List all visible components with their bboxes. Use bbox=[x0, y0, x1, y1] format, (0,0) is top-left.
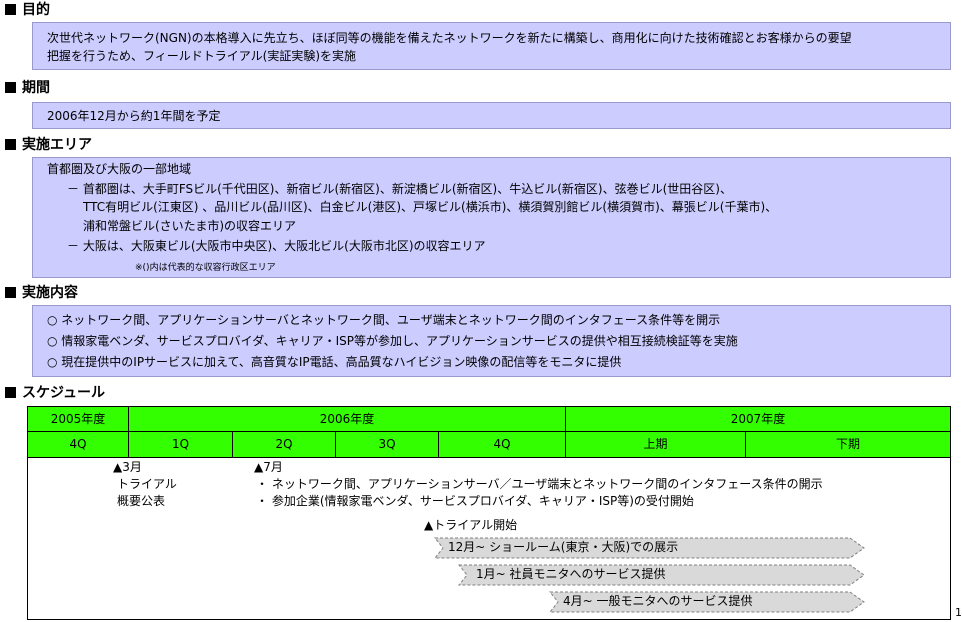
bar-showroom-label: 12月~ ショールーム(東京・大阪)での展示 bbox=[448, 540, 679, 554]
arrow-bar-shape bbox=[434, 537, 865, 559]
bullet-square-icon bbox=[5, 287, 16, 298]
bullet-square-icon bbox=[5, 139, 16, 150]
quarter-2006-4q: 4Q bbox=[439, 432, 566, 458]
purpose-box: 次世代ネットワーク(NGN)の本格導入に先立ち、ほぼ同等の機能を備えたネットワー… bbox=[32, 22, 951, 70]
period-text: 2006年12月から約1年間を予定 bbox=[47, 109, 221, 123]
milestone-march-line-2: 概要公表 bbox=[117, 494, 166, 508]
milestone-march: ▲3月 bbox=[113, 460, 142, 474]
milestone-july-item-1: ・ ネットワーク間、アプリケーションサーバ／ユーザ端末とネットワーク間のインタフ… bbox=[256, 477, 823, 491]
milestone-march-line-1: トライアル bbox=[117, 477, 177, 491]
area-line-2: TTC有明ビル(江東区) 、品川ビル(品川区)、白金ビル(港区)、戸塚ビル(横浜… bbox=[83, 200, 778, 214]
year-2006: 2006年度 bbox=[129, 407, 566, 432]
area-line-3: 浦和常盤ビル(さいたま市)の収容エリア bbox=[83, 219, 297, 233]
area-line-4: － 大阪は、大阪東ビル(大阪市中央区)、大阪北ビル(大阪市北区)の収容エリア bbox=[67, 239, 486, 253]
purpose-line-1: 次世代ネットワーク(NGN)の本格導入に先立ち、ほぼ同等の機能を備えたネットワー… bbox=[47, 31, 852, 45]
schedule-heading: スケジュール bbox=[5, 383, 105, 403]
quarter-2006-2q: 2Q bbox=[233, 432, 336, 458]
quarter-2007-first-half: 上期 bbox=[566, 432, 746, 458]
quarter-2007-second-half: 下期 bbox=[746, 432, 950, 458]
area-heading: 実施エリア bbox=[5, 135, 92, 155]
content-box: ○ ネットワーク間、アプリケーションサーバとネットワーク間、ユーザ端末とネットワ… bbox=[32, 305, 951, 377]
purpose-line-2: 把握を行うため、フィールドトライアル(実証実験)を実施 bbox=[47, 49, 357, 63]
bar-public-monitor: 4月~ 一般モニタへのサービス提供 bbox=[549, 591, 866, 613]
content-line-3: ○ 現在提供中のIPサービスに加えて、高音質なIP電話、高品質なハイビジョン映像… bbox=[47, 355, 622, 369]
milestone-trial-start: ▲トライアル開始 bbox=[424, 518, 518, 532]
content-line-2: ○ 情報家電ベンダ、サービスプロバイダ、キャリア・ISP等が参加し、アプリケーシ… bbox=[47, 334, 738, 348]
bar-employee-monitor-label: 1月~ 社員モニタへのサービス提供 bbox=[476, 567, 666, 581]
year-2005: 2005年度 bbox=[28, 407, 129, 432]
page-number: 1 bbox=[955, 606, 962, 619]
bar-public-monitor-label: 4月~ 一般モニタへのサービス提供 bbox=[563, 594, 753, 608]
period-box: 2006年12月から約1年間を予定 bbox=[32, 102, 951, 129]
arrow-bar-shape bbox=[458, 564, 865, 586]
bar-showroom: 12月~ ショールーム(東京・大阪)での展示 bbox=[434, 537, 866, 559]
milestone-july: ▲7月 bbox=[254, 460, 283, 474]
schedule-panel: 2005年度 2006年度 2007年度 4Q 1Q 2Q 3Q 4Q 上期 下… bbox=[27, 406, 951, 620]
year-2007: 2007年度 bbox=[566, 407, 950, 432]
area-note: ※()内は代表的な収容行政区エリア bbox=[135, 263, 276, 273]
bullet-square-icon bbox=[5, 387, 16, 398]
area-box: 首都圏及び大阪の一部地域 － 首都圏は、大手町FSビル(千代田区)、新宿ビル(新… bbox=[32, 157, 951, 278]
content-heading: 実施内容 bbox=[5, 283, 78, 303]
area-line-1: － 首都圏は、大手町FSビル(千代田区)、新宿ビル(新宿区)、新淀橋ビル(新宿区… bbox=[67, 182, 732, 196]
quarter-2006-3q: 3Q bbox=[336, 432, 439, 458]
purpose-heading: 目的 bbox=[5, 0, 50, 20]
quarter-2005-4q: 4Q bbox=[28, 432, 129, 458]
period-heading: 期間 bbox=[5, 78, 50, 98]
content-line-1: ○ ネットワーク間、アプリケーションサーバとネットワーク間、ユーザ端末とネットワ… bbox=[47, 313, 721, 327]
milestone-july-item-2: ・ 参加企業(情報家電ベンダ、サービスプロバイダ、キャリア・ISP等)の受付開始 bbox=[256, 494, 694, 508]
area-intro: 首都圏及び大阪の一部地域 bbox=[47, 162, 192, 176]
bullet-square-icon bbox=[5, 82, 16, 93]
quarter-2006-1q: 1Q bbox=[129, 432, 233, 458]
bar-employee-monitor: 1月~ 社員モニタへのサービス提供 bbox=[458, 564, 866, 586]
arrow-bar-shape bbox=[549, 591, 865, 613]
bullet-square-icon bbox=[5, 4, 16, 15]
